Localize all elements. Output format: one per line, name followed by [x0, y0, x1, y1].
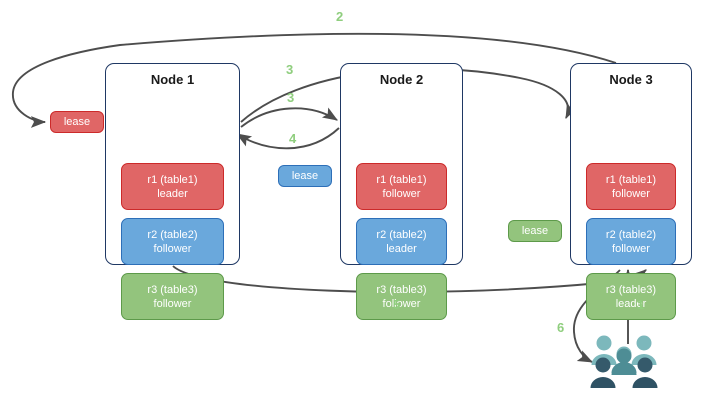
replica-n1-r3[interactable]: r3 (table3) follower	[121, 273, 224, 320]
lease-badge-r3[interactable]: lease	[508, 220, 562, 242]
arrow-step-4	[236, 127, 340, 150]
replica-role: leader	[157, 187, 188, 200]
replica-role: follower	[153, 242, 192, 255]
lease-badge-r2[interactable]: lease	[278, 165, 332, 187]
replica-id: r1 (table1)	[605, 173, 657, 186]
replica-n3-r3[interactable]: r3 (table3) leader	[586, 273, 676, 320]
replica-role: follower	[612, 242, 650, 255]
node-title: Node 3	[609, 72, 653, 87]
replica-n3-r1[interactable]: r1 (table1) follower	[586, 163, 676, 210]
replica-role: leader	[386, 242, 417, 255]
replica-id: r3 (table3)	[147, 283, 198, 296]
step-label-6: 6	[557, 320, 565, 335]
replica-id: r2 (table2)	[376, 228, 427, 241]
replica-n1-r2[interactable]: r2 (table2) follower	[121, 218, 224, 265]
replica-id: r1 (table1)	[376, 173, 427, 186]
lease-badge-r1[interactable]: lease	[50, 111, 104, 133]
replica-id: r3 (table3)	[376, 283, 427, 296]
replica-role: follower	[153, 297, 192, 310]
node-title: Node 2	[379, 72, 424, 87]
node-box-1[interactable]: Node 1 r1 (table1) leader r2 (table2) fo…	[105, 63, 240, 320]
arrow-step-3-to-node2	[240, 107, 338, 128]
step-label-5: 5	[393, 297, 401, 312]
node-box-2[interactable]: Node 2 r1 (table1) follower r2 (table2) …	[340, 63, 463, 320]
replica-id: r1 (table1)	[147, 173, 198, 186]
replica-role: follower	[382, 297, 421, 310]
step-label-1: 1	[637, 297, 645, 312]
replica-n2-r3[interactable]: r3 (table3) follower	[356, 273, 447, 320]
replica-id: r3 (table3)	[605, 283, 657, 296]
replica-id: r2 (table2)	[605, 228, 657, 241]
node-title: Node 1	[150, 72, 195, 87]
step-label-2: 2	[336, 9, 344, 24]
step-label-3a: 3	[286, 62, 294, 77]
replica-id: r2 (table2)	[147, 228, 198, 241]
replica-n2-r2[interactable]: r2 (table2) leader	[356, 218, 447, 265]
users-icon[interactable]	[588, 332, 660, 390]
arrow-step-2	[12, 32, 617, 128]
replica-role: follower	[612, 187, 650, 200]
replica-role: leader	[615, 297, 647, 310]
replica-n3-r2[interactable]: r2 (table2) follower	[586, 218, 676, 265]
step-label-3b: 3	[287, 90, 295, 105]
step-label-4: 4	[289, 131, 297, 146]
replica-role: follower	[382, 187, 421, 200]
replica-n2-r1[interactable]: r1 (table1) follower	[356, 163, 447, 210]
node-box-3[interactable]: Node 3 r1 (table1) follower r2 (table2) …	[570, 63, 692, 320]
replica-n1-r1[interactable]: r1 (table1) leader	[121, 163, 224, 210]
